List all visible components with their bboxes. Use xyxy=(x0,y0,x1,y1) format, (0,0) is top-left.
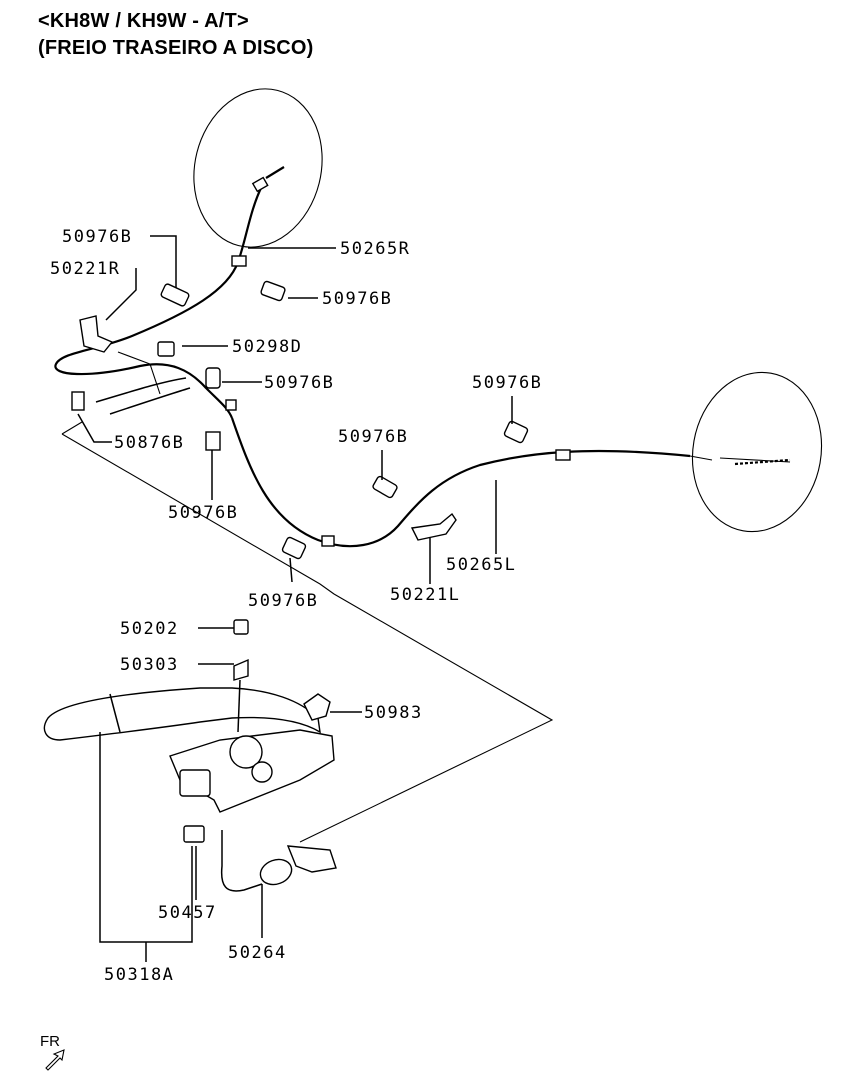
equalizer-rods xyxy=(71,377,237,451)
label-50298D: 50298D xyxy=(232,337,302,357)
cable-left xyxy=(230,417,791,548)
label-50983: 50983 xyxy=(364,703,423,723)
label-50976B-g: 50976B xyxy=(248,591,318,611)
label-50202: 50202 xyxy=(120,619,179,639)
label-50976B-b: 50976B xyxy=(322,289,392,309)
label-50976B-a: 50976B xyxy=(62,227,132,247)
front-arrow-icon xyxy=(45,1049,65,1071)
label-50264: 50264 xyxy=(228,943,287,963)
left-wheel-outline xyxy=(691,371,823,533)
label-50265R: 50265R xyxy=(340,239,410,259)
label-50976B-c: 50976B xyxy=(264,373,334,393)
assembly-lines xyxy=(61,351,554,843)
cable-right xyxy=(54,166,285,419)
label-50221L: 50221L xyxy=(390,585,460,605)
clip-parts xyxy=(157,280,529,560)
label-50976B-f: 50976B xyxy=(472,373,542,393)
label-50265L: 50265L xyxy=(446,555,516,575)
label-50303: 50303 xyxy=(120,655,179,675)
bracket-50221L xyxy=(410,512,457,541)
clip-50457 xyxy=(183,825,205,843)
title-description: (FREIO TRASEIRO A DISCO) xyxy=(38,37,314,59)
parking-lever-assembly xyxy=(43,619,335,813)
label-50976B-d: 50976B xyxy=(168,503,238,523)
label-50876B: 50876B xyxy=(114,433,184,453)
bracket-50221R xyxy=(79,315,114,353)
cable-front xyxy=(220,830,337,892)
title-model: <KH8W / KH9W - A/T> xyxy=(38,10,249,32)
leader-lines xyxy=(77,235,513,962)
label-50318A: 50318A xyxy=(104,965,174,985)
label-50457: 50457 xyxy=(158,903,217,923)
label-50221R: 50221R xyxy=(50,259,120,279)
front-label: FR xyxy=(40,1033,60,1050)
label-50976B-e: 50976B xyxy=(338,427,408,447)
right-wheel-outline xyxy=(193,88,323,248)
